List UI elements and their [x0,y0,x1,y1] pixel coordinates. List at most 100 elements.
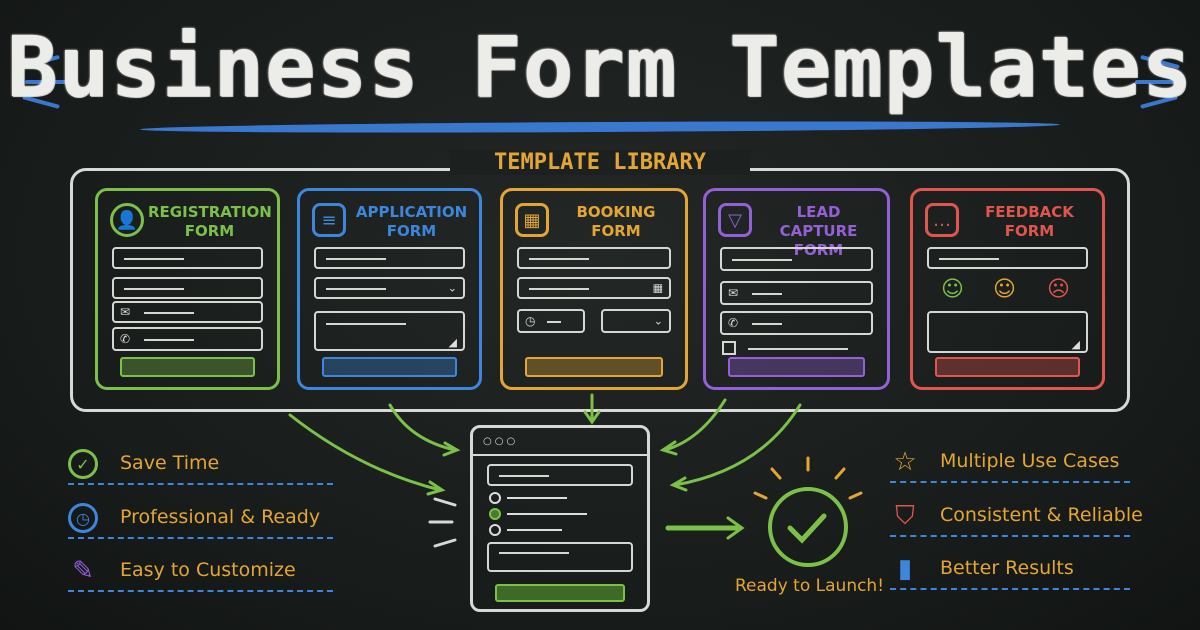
pencil-icon: ✎ [72,556,94,586]
feature-label: Multiple Use Cases [940,450,1120,472]
form-field [112,277,263,299]
card-title-line2: FORM [1004,222,1055,240]
form-field: ◢ [314,311,465,351]
card-title-line1: APPLICATION [355,203,468,221]
feature-label: Consistent & Reliable [940,504,1143,526]
arrow-registration [288,413,442,492]
neutral-face-icon: ☺ [993,277,1016,302]
envelope-icon: ✉ [120,305,131,319]
shield-check-icon: ⛉ [895,500,915,531]
radio-option-icon [489,492,501,504]
form-field: ◢ [927,311,1088,353]
resize-handle-icon: ◢ [448,336,457,349]
radio-option-icon [489,524,501,536]
calendar-small-icon: ▦ [652,281,663,295]
window-submit-button [495,584,625,602]
window-dots-icon: ○○○ [483,436,519,447]
card-title-line1: FEEDBACK [985,203,1074,221]
card-title-line2: FORM [591,222,641,240]
decor-dash [1135,80,1180,84]
launch-check-circle [768,487,848,567]
calendar-icon: ▦ [515,203,549,237]
submit-button [322,357,457,377]
feature-divider [890,588,1130,590]
form-field: ⌄ [314,277,465,299]
decor-dash [25,80,70,84]
card-title-line1: LEAD CAPTURE [779,203,858,240]
phone-icon: ✆ [120,332,131,346]
arrow-lead [663,398,727,452]
feature-divider [68,590,333,592]
arrow-feedback [673,403,802,487]
window-titlebar-divider [473,454,647,456]
consent-checkbox [722,341,736,355]
form-field: ✆ [112,327,263,351]
form-field: ▦ [517,277,671,299]
user-circle-icon: 👤 [110,203,144,237]
form-field: ⌄ [601,309,671,333]
card-title-line1: BOOKING [576,203,656,221]
submit-button [525,357,663,377]
card-title-line2: FORM [386,222,437,240]
form-field [314,247,465,269]
submit-button [935,357,1080,377]
feature-divider [68,483,333,485]
checkmark-circle-icon: ✓ [68,449,98,479]
radio-option-selected-icon [489,508,501,520]
envelope-icon: ✉ [728,286,739,300]
form-field: ✆ [720,311,873,335]
checkmark-icon [787,513,827,544]
chevron-down-icon: ⌄ [447,281,457,295]
option-line [507,529,562,531]
card-title-line1: REGISTRATION [148,203,272,221]
form-field [517,247,671,269]
phone-icon: ✆ [728,316,739,330]
combined-form-window: ○○○ [470,425,650,612]
feature-divider [68,537,333,539]
feature-label: Easy to Customize [120,559,296,581]
window-input-field [487,464,633,486]
feature-divider [890,535,1130,537]
feature-label: Better Results [940,557,1074,579]
page-title: Business Form Templates [6,18,1194,116]
form-field [112,247,263,269]
happy-face-icon: ☺ [941,277,964,302]
speech-bubble-icon: … [925,203,959,237]
form-field [720,247,873,271]
clock-icon: ◷ [68,503,98,533]
ready-to-launch-label: Ready to Launch! [735,576,885,596]
submit-button [728,357,865,377]
sad-face-icon: ☹ [1047,277,1070,302]
form-field: ✉ [720,281,873,305]
submit-button [120,357,255,377]
card-title-line2: FORM [184,222,235,240]
document-icon: ≡ [312,203,346,237]
arrow-application [388,403,457,452]
form-field [927,247,1088,269]
chevron-down-icon: ⌄ [653,314,663,328]
funnel-icon: ▽ [718,203,752,237]
template-library-label: TEMPLATE LIBRARY [450,150,750,175]
feature-label: Save Time [120,452,220,474]
feature-label: Professional & Ready [120,506,321,528]
option-line [507,497,567,499]
form-field: ✉ [112,301,263,323]
clock-small-icon: ◷ [525,314,536,328]
window-textarea [487,542,633,572]
star-icon: ☆ [893,447,917,477]
consent-line [748,348,848,350]
card-title-line2: FORM [793,241,844,259]
form-field: ◷ [517,309,585,333]
